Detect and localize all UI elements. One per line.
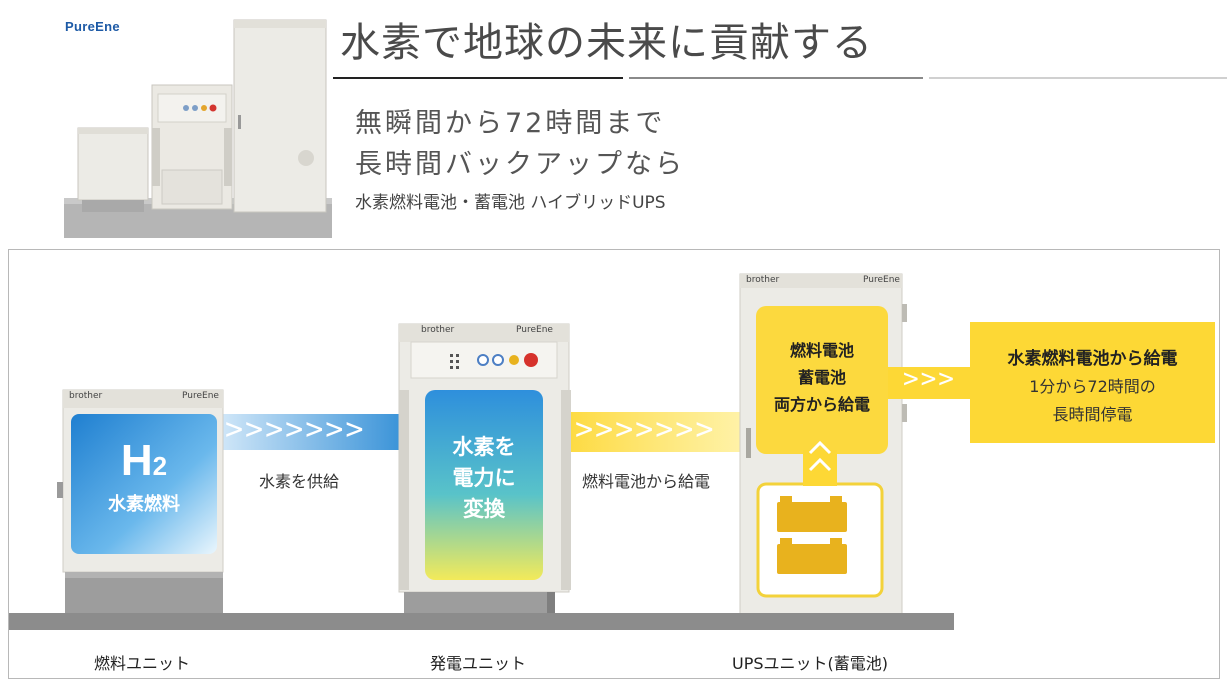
generator-unit (398, 323, 571, 616)
generator-label-line-2: 電力に (452, 466, 516, 490)
fuel-unit-brand: brother (69, 391, 103, 401)
tagline-line-2: 長時間バックアップなら (355, 149, 685, 180)
tagline-line-1: 無瞬間から72時間まで (355, 108, 666, 139)
generator-label-line-1: 水素を (452, 435, 516, 459)
ups-unit-panel (756, 306, 888, 454)
ups-unit-label: 燃料電池 蓄電池 両方から給電 (756, 337, 888, 418)
hydrogen-flow-chevrons: >>>>>>> (225, 412, 366, 447)
headline-underline-mid (629, 77, 923, 79)
fuel-unit-caption: 燃料ユニット (94, 654, 191, 673)
callout-line-1: 1分から72時間の (1029, 377, 1156, 396)
hydrogen-flow-band (222, 414, 402, 450)
hydrogen-symbol: H2 (120, 436, 168, 485)
diagram-graphics (57, 273, 974, 618)
generator-unit-caption: 発電ユニット (430, 654, 527, 673)
ups-unit-model: PureEne (863, 275, 900, 285)
generator-label-line-3: 変換 (463, 497, 505, 521)
fuel-unit-label: 水素燃料 (108, 494, 180, 515)
product-description: 水素燃料電池・蓄電池 ハイブリッドUPS (355, 193, 666, 213)
ups-unit-brand: brother (746, 275, 780, 285)
callout-line-2: 長時間停電 (1052, 405, 1133, 424)
output-flow-band (888, 367, 974, 399)
fuel-cell-supply-label: 燃料電池から給電 (582, 472, 711, 491)
fuel-unit (57, 389, 224, 616)
headline-underline-dark (333, 77, 623, 79)
generator-unit-panel (425, 390, 543, 580)
output-flow-chevrons: >>> (903, 364, 956, 394)
ups-label-line-2: 蓄電池 (797, 368, 846, 387)
ups-battery-box (756, 482, 884, 598)
ups-unit (739, 273, 907, 618)
headline-underline-light (929, 77, 1227, 79)
battery-icon (777, 496, 847, 574)
brand-logo: PureEne (65, 19, 120, 34)
product-hero-image (64, 19, 332, 238)
up-chevron-icon (808, 440, 832, 455)
ground-line (9, 613, 954, 630)
fuel-unit-model: PureEne (182, 391, 219, 401)
generator-unit-brand: brother (421, 325, 455, 335)
outage-callout: 水素燃料電池から給電 1分から72時間の 長時間停電 (970, 322, 1215, 443)
callout-title: 水素燃料電池から給電 (1007, 349, 1178, 369)
ups-label-line-1: 燃料電池 (789, 341, 854, 360)
ups-label-line-3: 両方から給電 (773, 395, 870, 414)
fuel-unit-panel (71, 414, 217, 554)
generator-unit-model: PureEne (516, 325, 553, 335)
system-diagram: brother PureEne brother PureEne brother … (8, 249, 1220, 679)
power-flow-band (564, 412, 764, 452)
page-headline: 水素で地球の未来に貢献する (340, 20, 873, 66)
hydrogen-supply-label: 水素を供給 (259, 472, 340, 491)
power-flow-chevrons: >>>>>>> (575, 412, 716, 447)
generator-unit-label: 水素を 電力に 変換 (425, 432, 543, 525)
ups-unit-caption: UPSユニット(蓄電池) (732, 654, 889, 673)
